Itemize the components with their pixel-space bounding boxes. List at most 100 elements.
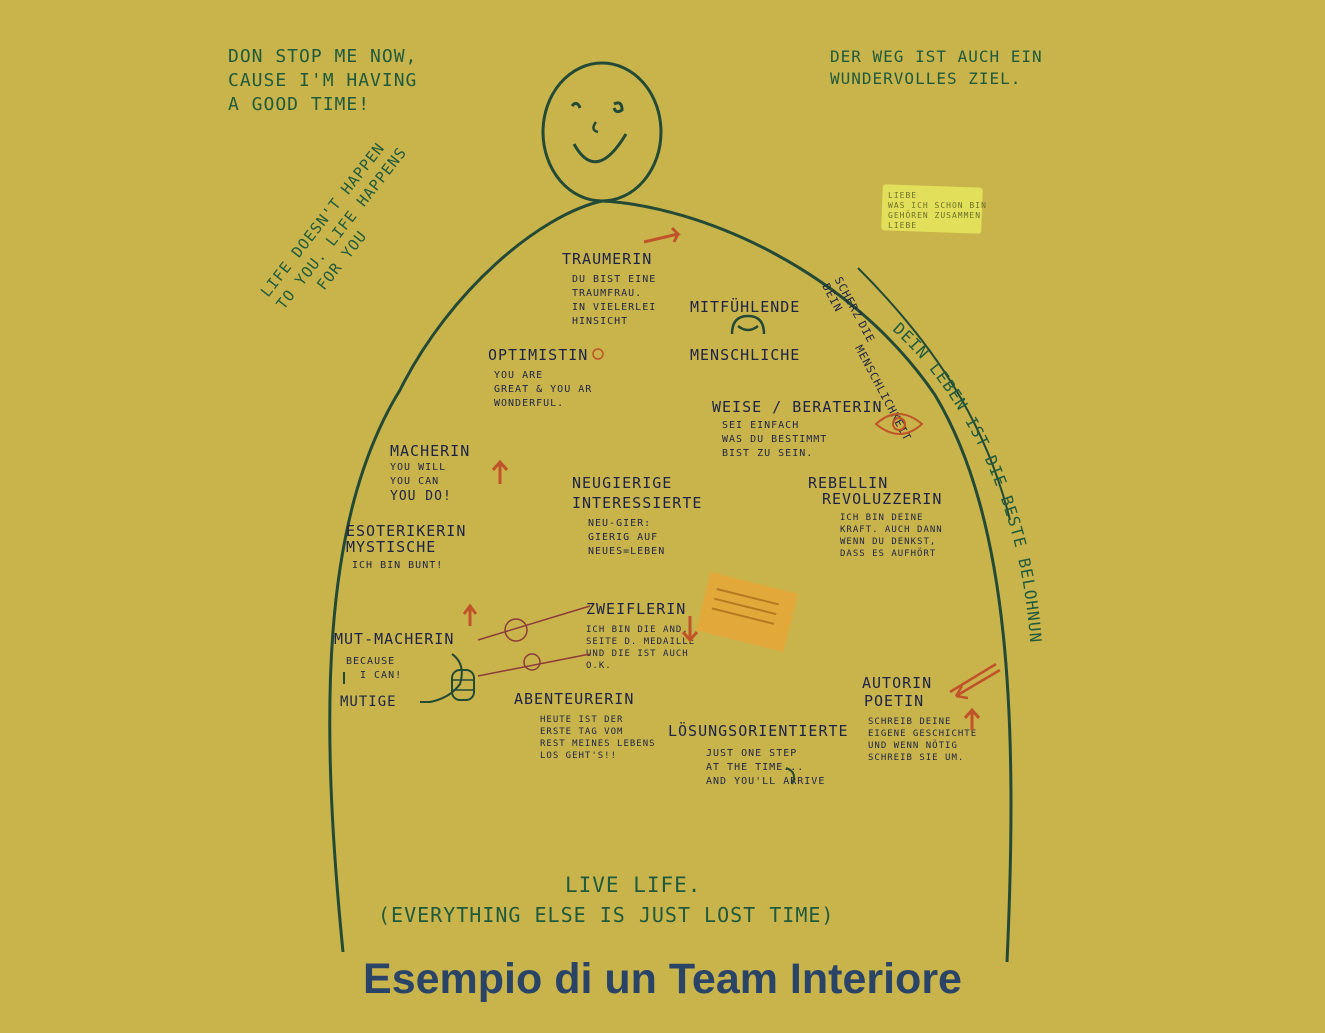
- quote-right-curve: DEIN LEBEN IST DIE BESTE BELOHNUNG: [0, 0, 1045, 644]
- member-weise: WEISE / BERATERIN SEI EINFACH WAS DU BES…: [712, 398, 924, 459]
- member-macherin: MACHERIN YOU WILL YOU CAN YOU DO!: [390, 442, 509, 504]
- svg-text:O.K.: O.K.: [586, 661, 612, 671]
- svg-text:MACHERIN: MACHERIN: [390, 442, 470, 460]
- svg-text:ABENTEURERIN: ABENTEURERIN: [514, 690, 634, 708]
- right-eye: [612, 101, 624, 114]
- svg-text:LOS GEHT'S!!: LOS GEHT'S!!: [540, 751, 617, 761]
- svg-text:GEHÖREN ZUSAMMEN: GEHÖREN ZUSAMMEN: [888, 210, 981, 220]
- svg-text:MENSCHLICHE: MENSCHLICHE: [690, 346, 800, 364]
- autorin-up-arrow: [963, 707, 981, 730]
- svg-text:WENN DU DENKST,: WENN DU DENKST,: [840, 537, 936, 547]
- svg-text:POETIN: POETIN: [864, 692, 924, 710]
- member-traeumerin: TRAUMERIN DU BIST EINE TRAUMFRAU. IN VIE…: [562, 226, 681, 327]
- member-esoterikerin: ESOTERIKERIN MYSTISCHE ICH BIN BUNT!: [346, 522, 465, 571]
- svg-text:NEUES=LEBEN: NEUES=LEBEN: [588, 546, 665, 557]
- svg-text:DER WEG IST AUCH EIN: DER WEG IST AUCH EIN: [830, 47, 1043, 66]
- svg-text:ICH BIN DIE AND.: ICH BIN DIE AND.: [586, 625, 689, 635]
- quote-left-diagonal: LIFE DOESN'T HAPPEN TO YOU. LIFE HAPPENS…: [257, 139, 411, 313]
- orange-paper-note: [696, 572, 798, 652]
- traeumerin-marker-arrow: [643, 226, 681, 244]
- svg-text:WONDERFUL.: WONDERFUL.: [494, 398, 564, 409]
- quote-top-left: DON STOP ME NOW, CAUSE I'M HAVING A GOOD…: [228, 46, 417, 115]
- macherin-up-arrow: [491, 459, 509, 484]
- svg-text:ICH BIN BUNT!: ICH BIN BUNT!: [352, 560, 443, 571]
- member-mutmacherin: MUT-MACHERIN BECAUSE I CAN!: [334, 630, 475, 703]
- svg-text:ICH BIN DEINE: ICH BIN DEINE: [840, 513, 923, 523]
- svg-text:SCHREIB DEINE: SCHREIB DEINE: [868, 717, 951, 727]
- svg-text:TRAUMERIN: TRAUMERIN: [562, 250, 652, 268]
- quote-inner-diagonal: DEIN SCHERZ DIE MENSCHLICHKEIT: [819, 275, 913, 444]
- svg-text:ZWEIFLERIN: ZWEIFLERIN: [586, 600, 686, 618]
- svg-text:YOU DO!: YOU DO!: [390, 489, 452, 504]
- svg-text:(EVERYTHING ELSE IS JUST LOST: (EVERYTHING ELSE IS JUST LOST TIME): [378, 903, 834, 927]
- svg-text:DU BIST EINE: DU BIST EINE: [572, 274, 656, 285]
- svg-text:SEI EINFACH: SEI EINFACH: [722, 420, 799, 431]
- svg-text:HINSICHT: HINSICHT: [572, 316, 628, 327]
- svg-text:HEUTE IST DER: HEUTE IST DER: [540, 715, 623, 725]
- member-mutige: MUTIGE: [340, 694, 397, 710]
- holding-hands-sketch: [730, 314, 766, 335]
- svg-text:AT THE TIME...: AT THE TIME...: [706, 762, 804, 773]
- svg-text:NEUGIERIGE: NEUGIERIGE: [572, 474, 672, 492]
- svg-text:INTERESSIERTE: INTERESSIERTE: [572, 494, 702, 512]
- bracket-line: [343, 653, 463, 703]
- member-autorin: AUTORIN POETIN SCHREIB DEINE EIGENE GESC…: [862, 662, 1001, 763]
- svg-text:DASS ES AUFHÖRT: DASS ES AUFHÖRT: [840, 548, 936, 559]
- svg-text:MUTIGE: MUTIGE: [340, 694, 397, 710]
- body-outline: [328, 199, 1013, 963]
- svg-text:YOU WILL: YOU WILL: [390, 462, 446, 473]
- svg-text:MUT-MACHERIN: MUT-MACHERIN: [334, 630, 454, 648]
- svg-text:LIEBE: LIEBE: [888, 191, 917, 200]
- head-circle: [541, 61, 663, 203]
- svg-text:TRAUMFRAU.: TRAUMFRAU.: [572, 288, 642, 299]
- smile: [572, 133, 628, 164]
- svg-text:KRAFT. AUCH DANN: KRAFT. AUCH DANN: [840, 525, 943, 535]
- svg-text:OPTIMISTIN: OPTIMISTIN: [488, 346, 588, 364]
- quote-top-right: DER WEG IST AUCH EIN WUNDERVOLLES ZIEL.: [830, 47, 1043, 88]
- svg-text:JUST ONE STEP: JUST ONE STEP: [706, 748, 797, 759]
- svg-text:MYSTISCHE: MYSTISCHE: [346, 538, 436, 556]
- sticky-note: LIEBE WAS ICH SCHON BIN GEHÖREN ZUSAMMEN…: [881, 184, 987, 234]
- svg-text:WAS DU BESTIMMT: WAS DU BESTIMMT: [722, 434, 827, 445]
- svg-text:BECAUSE: BECAUSE: [346, 656, 395, 667]
- member-loesungsorientierte: LÖSUNGSORIENTIERTE JUST ONE STEP AT THE …: [668, 721, 849, 787]
- svg-text:AUTORIN: AUTORIN: [862, 674, 932, 692]
- svg-text:GREAT & YOU AR: GREAT & YOU AR: [494, 384, 592, 395]
- svg-text:UND WENN NÖTIG: UND WENN NÖTIG: [868, 740, 958, 751]
- eye-icon: [874, 413, 924, 435]
- zweiflerin-down-arrow: [681, 616, 699, 643]
- svg-text:LIVE LIFE.: LIVE LIFE.: [565, 873, 701, 897]
- svg-text:DON STOP ME NOW,: DON STOP ME NOW,: [228, 46, 417, 67]
- svg-text:SCHREIB SIE UM.: SCHREIB SIE UM.: [868, 753, 964, 763]
- footsteps-sketch: [785, 767, 795, 785]
- svg-text:REST MEINES LEBENS: REST MEINES LEBENS: [540, 739, 656, 749]
- svg-text:MITFÜHLENDE: MITFÜHLENDE: [690, 297, 800, 316]
- svg-text:SEITE D. MEDAILLE: SEITE D. MEDAILLE: [586, 637, 695, 647]
- svg-text:GIERIG AUF: GIERIG AUF: [588, 532, 658, 543]
- svg-text:IN VIELERLEI: IN VIELERLEI: [572, 302, 656, 313]
- member-abenteurerin: ABENTEURERIN HEUTE IST DER ERSTE TAG VOM…: [514, 690, 656, 761]
- svg-text:WAS ICH SCHON BIN: WAS ICH SCHON BIN: [888, 201, 987, 210]
- svg-text:I CAN!: I CAN!: [360, 670, 402, 681]
- quote-bottom: LIVE LIFE. (EVERYTHING ELSE IS JUST LOST…: [378, 873, 834, 927]
- svg-text:REBELLIN: REBELLIN: [808, 474, 888, 492]
- inner-curve-line: [857, 267, 1011, 521]
- svg-text:WUNDERVOLLES ZIEL.: WUNDERVOLLES ZIEL.: [830, 69, 1021, 88]
- member-neugierige: NEUGIERIGE INTERESSIERTE NEU-GIER: GIERI…: [572, 474, 702, 557]
- member-rebellin: REBELLIN REVOLUZZERIN ICH BIN DEINE KRAF…: [808, 474, 943, 559]
- svg-text:TO YOU. LIFE HAPPENS: TO YOU. LIFE HAPPENS: [273, 144, 411, 313]
- svg-text:NEU-GIER:: NEU-GIER:: [588, 518, 651, 529]
- connection-lines: [462, 603, 591, 677]
- svg-text:CAUSE I'M HAVING: CAUSE I'M HAVING: [228, 70, 417, 91]
- fist-icon: [451, 669, 475, 701]
- caption-title: Esempio di un Team Interiore: [363, 955, 962, 1003]
- svg-text:A GOOD TIME!: A GOOD TIME!: [228, 94, 370, 115]
- svg-text:LÖSUNGSORIENTIERTE: LÖSUNGSORIENTIERTE: [668, 721, 849, 740]
- left-eye: [570, 101, 582, 109]
- svg-text:BIST ZU SEIN.: BIST ZU SEIN.: [722, 448, 813, 459]
- svg-text:UND DIE IST AUCH: UND DIE IST AUCH: [586, 649, 689, 659]
- svg-text:WEISE / BERATERIN: WEISE / BERATERIN: [712, 398, 883, 416]
- nose: [592, 121, 599, 134]
- member-optimistin: OPTIMISTIN YOU ARE GREAT & YOU AR WONDER…: [488, 346, 604, 409]
